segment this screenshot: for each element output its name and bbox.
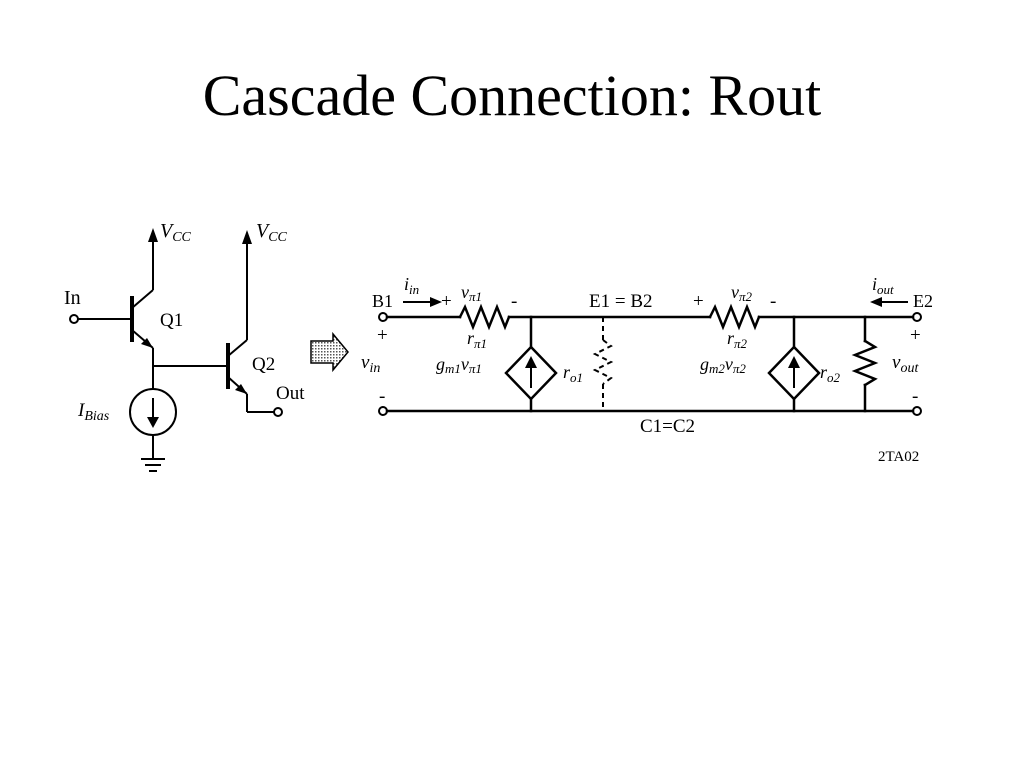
gm2-arrow-icon: [788, 356, 800, 368]
vout-minus: -: [912, 386, 918, 407]
rpi1-resistor: [458, 303, 511, 331]
vpi1-minus: -: [511, 291, 517, 312]
vpi1-plus: +: [441, 291, 452, 312]
out-label: Out: [276, 383, 305, 404]
vin-label: vin: [361, 352, 380, 376]
vin-minus: -: [379, 386, 385, 407]
transistor-circuit: VCC VCC In Q1 Q2 Out IBias: [64, 220, 305, 472]
ro2-resistor: [851, 339, 879, 387]
iout-arrow-icon: [870, 297, 882, 307]
vcc1-label: VCC: [160, 220, 192, 245]
iin-arrow-icon: [430, 297, 442, 307]
gm1-label: gm1vπ1: [436, 354, 482, 376]
ro1-resistor: [592, 339, 614, 385]
arrow-right-icon: [310, 331, 349, 373]
vpi2-plus: +: [693, 291, 704, 312]
ibias-arrow-icon: [147, 417, 159, 428]
q1-emitter-arrow-icon: [141, 338, 153, 348]
q2-label: Q2: [252, 354, 275, 375]
e2-label: E2: [913, 291, 933, 311]
gm1-arrow-icon: [525, 356, 537, 368]
rpi2-resistor: [708, 303, 761, 331]
vcc2-arrow-icon: [242, 230, 252, 244]
gm2-label: gm2vπ2: [700, 354, 746, 376]
b1-label: B1: [372, 291, 393, 311]
q1-collector: [131, 289, 154, 309]
in-label: In: [64, 287, 81, 309]
ibias-label: IBias: [77, 400, 110, 424]
figure-id: 2TA02: [878, 449, 919, 465]
equivalent-circuit: B1 iin + - vπ1 rπ1 gm1vπ1 ro1 E1 = B2 + …: [361, 274, 933, 465]
vout-plus: +: [910, 325, 921, 346]
rpi1-label: rπ1: [467, 328, 487, 351]
q2-collector: [227, 339, 248, 357]
out-terminal: [273, 407, 283, 417]
iin-label: iin: [404, 274, 419, 297]
e1b2-label: E1 = B2: [589, 291, 653, 312]
vin-plus: +: [377, 325, 388, 346]
q1-label: Q1: [160, 310, 183, 331]
vcc1-arrow-icon: [148, 228, 158, 242]
iout-label: iout: [872, 274, 894, 297]
vcc2-label: VCC: [256, 220, 288, 245]
vpi1-label: vπ1: [461, 282, 482, 304]
ro2-label: ro2: [820, 362, 841, 385]
rpi2-label: rπ2: [727, 328, 748, 351]
slide-title: Cascade Connection: Rout: [202, 63, 822, 128]
ro1-label: ro1: [563, 362, 583, 385]
q2-emitter-arrow-icon: [235, 384, 247, 394]
vpi2-label: vπ2: [731, 282, 753, 304]
vout-label: vout: [892, 352, 919, 376]
vpi2-minus: -: [770, 291, 776, 312]
in-terminal: [69, 314, 79, 324]
c1c2-label: C1=C2: [640, 416, 695, 437]
